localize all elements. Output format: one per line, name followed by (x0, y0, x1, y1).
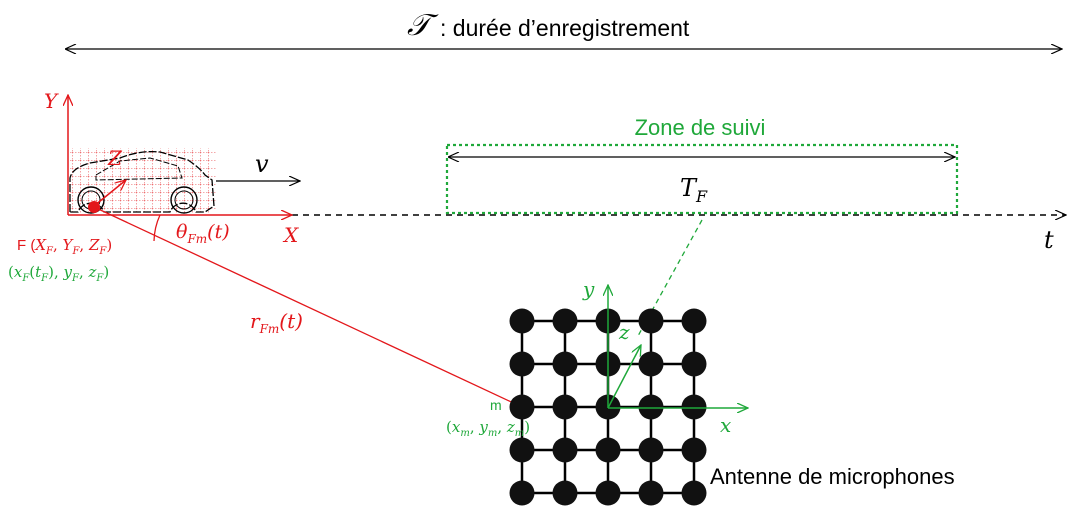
microphone-dot (595, 437, 621, 463)
tracking-zone: Zone de suivi TF (445, 115, 959, 215)
car-frame: Y X Z (44, 89, 299, 247)
array-z-axis (607, 345, 641, 409)
microphone-dot (509, 394, 535, 420)
duration-label: : durée d’enregistrement (440, 15, 690, 41)
microphone-dot (681, 480, 707, 506)
tracking-duration-label: TF (680, 174, 708, 206)
car-y-label: Y (44, 89, 59, 113)
microphone-dot (681, 437, 707, 463)
microphone-dot (681, 394, 707, 420)
microphone-dot (552, 351, 578, 377)
microphone-dot (509, 480, 535, 506)
velocity: v (216, 150, 300, 181)
microphone-dot (681, 308, 707, 334)
microphone-dot (638, 394, 664, 420)
microphone-dot (509, 351, 535, 377)
tracking-zone-box (445, 143, 959, 215)
microphone-dot (552, 308, 578, 334)
microphone-dot (509, 308, 535, 334)
array-z-label: z (618, 320, 630, 344)
duration-symbol: 𝒯 (407, 8, 439, 43)
tracking-zone-title: Zone de suivi (635, 115, 766, 140)
car-x-label: X (282, 223, 299, 247)
car-z-label: Z (107, 146, 123, 170)
microphone-dot (638, 437, 664, 463)
car-front-wheel-inner (174, 190, 194, 210)
microphone-dot (638, 480, 664, 506)
microphone-dot (638, 351, 664, 377)
microphone-array (509, 308, 707, 506)
microphone-dot (552, 437, 578, 463)
microphone-dot (552, 480, 578, 506)
source-point: F (XF, YF, ZF) (xF(tF), yF, zF) (8, 201, 112, 284)
mic-m: m (xm, ym, zm) (446, 397, 530, 439)
time-axis-label: t (1044, 226, 1054, 254)
mic-m-name: m (490, 397, 502, 413)
velocity-label: v (255, 150, 269, 178)
distance-line (93, 206, 523, 408)
source-coords-red: F (XF, YF, ZF) (17, 236, 112, 257)
array-x-label: x (720, 413, 731, 437)
car-rear-wheel (77, 186, 105, 214)
car-front-wheel (170, 186, 198, 214)
duration-indicator: 𝒯 : durée d’enregistrement (66, 8, 1062, 49)
microphone-dot (552, 394, 578, 420)
angle-label: θFm(t) (176, 221, 230, 246)
car-window (95, 157, 183, 181)
source-coords-green: (xF(tF), yF, zF) (8, 263, 109, 284)
time-axis: t (292, 215, 1066, 254)
microphone-dot (509, 437, 535, 463)
array-y-label: y (582, 277, 595, 301)
mic-m-coords: (xm, ym, zm) (446, 418, 530, 439)
microphone-dot (595, 480, 621, 506)
microphone-dot (638, 308, 664, 334)
car-body (69, 150, 215, 213)
car-z-axis (93, 180, 126, 207)
array-axes: x y z (582, 277, 748, 437)
angle: θFm(t) (153, 214, 230, 246)
angle-arc (153, 214, 161, 242)
microphone-dot (681, 351, 707, 377)
distance-label: rFm(t) (250, 309, 303, 336)
distance: rFm(t) (93, 206, 523, 408)
array-label: Antenne de microphones (710, 464, 955, 489)
